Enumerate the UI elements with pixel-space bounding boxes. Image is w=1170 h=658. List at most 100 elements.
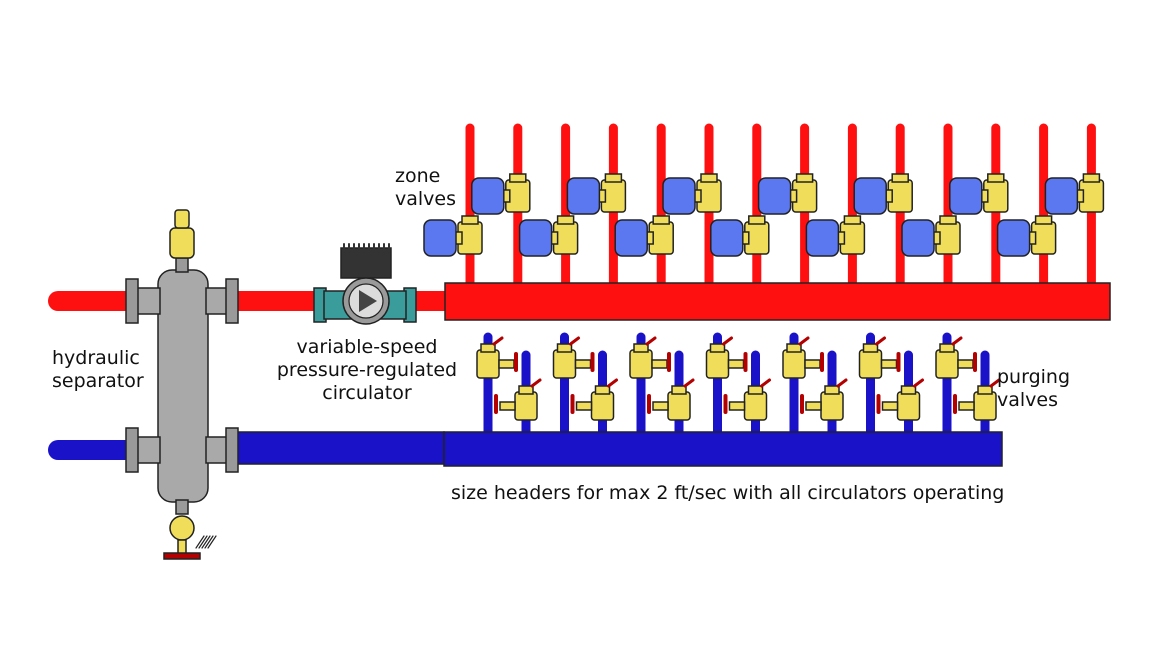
purging-valve-nut (671, 385, 687, 395)
drain-hatch (198, 535, 208, 549)
purging-valve (782, 336, 824, 379)
label-zone-valves-line2: valves (395, 188, 456, 210)
purging-valve (705, 336, 748, 379)
purging-valve-lever (722, 336, 733, 346)
purging-valve-lever (569, 336, 580, 346)
purging-valve-nut (480, 343, 496, 353)
drain-valve-ball (169, 515, 195, 541)
zone-valve-nut (748, 215, 766, 225)
purging-valve-drain (957, 359, 974, 369)
air-vent-body (169, 227, 195, 259)
label-circulator: variable-speed pressure-regulated circul… (272, 336, 462, 405)
purging-valve (723, 378, 771, 421)
label-purging-valves: purging valves (997, 366, 1070, 412)
zone-valve-nut (652, 215, 670, 225)
purging-valve-body (782, 349, 806, 379)
zone-valve-nut (556, 215, 575, 225)
drain-stem (175, 499, 189, 515)
flow-arrow (359, 290, 377, 312)
zone-valve-actuator (853, 177, 887, 215)
zone-valve (662, 173, 722, 215)
purging-valve-nut (977, 385, 993, 395)
purging-valve-drain (575, 401, 593, 411)
zone-valve (471, 173, 531, 215)
purging-valve-body (514, 391, 538, 421)
zone-valve-actuator (996, 219, 1031, 257)
purging-valve-lever (530, 378, 542, 388)
purging-valve-lever (645, 336, 657, 346)
purging-valve-nut (747, 385, 764, 395)
zone-valve (423, 215, 483, 257)
purging-valve-lever (683, 378, 695, 388)
label-hydraulic-separator: hydraulic separator (52, 347, 144, 393)
zone-valve-actuator (423, 219, 457, 257)
purging-valve-nut (862, 343, 879, 353)
zone-valve (757, 173, 818, 215)
purging-valve-drain (881, 401, 899, 411)
separator-flange (125, 278, 139, 324)
purging-valve (494, 378, 542, 421)
purging-valve-lever (760, 378, 771, 388)
zone-valve-actuator (471, 177, 505, 215)
zone-valve (1044, 173, 1105, 215)
zone-valve-actuator (901, 219, 935, 257)
separator-nozzle (135, 436, 161, 464)
purging-valve-body (858, 349, 883, 379)
purging-valve-drain (805, 401, 822, 411)
purging-valve-nut (556, 343, 573, 353)
zone-valve-actuator (757, 177, 792, 215)
purging-valve-drain (727, 359, 745, 369)
drain-hatch (204, 535, 214, 549)
purging-valve-nut (900, 385, 917, 395)
label-circulator-line2: pressure-regulated (276, 359, 458, 381)
zone-valve-actuator (1044, 177, 1079, 215)
zone-valve (566, 173, 627, 215)
label-purging-valves-line2: valves (997, 389, 1058, 411)
zone-valve-nut (939, 215, 957, 225)
purging-valve (800, 378, 848, 421)
purging-valve (935, 336, 977, 379)
air-vent-stem (175, 257, 189, 273)
label-purging-valves-line1: purging (997, 366, 1071, 388)
zone-valve-nut (700, 173, 718, 183)
drain-hatch (207, 535, 217, 549)
purging-valve-drain (804, 359, 821, 369)
purging-valve-lever (989, 378, 1001, 388)
separator-flange (125, 427, 139, 473)
purging-valve-body (705, 349, 730, 379)
hydraulic-separator (125, 209, 239, 560)
air-vent-cap (174, 209, 190, 229)
zone-valve (805, 215, 866, 257)
zone-valve (614, 215, 674, 257)
zone-valve-nut (509, 173, 527, 183)
zone-valve-actuator (518, 219, 553, 257)
purging-valve-nut (709, 343, 726, 353)
return-pipe-to-header (231, 431, 445, 465)
purging-valve-drain (652, 401, 669, 411)
supply-header (444, 282, 1111, 321)
purging-valves-group (476, 336, 1001, 421)
purging-valve (876, 378, 924, 421)
purging-valve (953, 378, 1001, 421)
purging-valve (647, 378, 695, 421)
zone-valve-actuator (662, 177, 696, 215)
zone-valve-nut (604, 173, 623, 183)
purging-valve-nut (939, 343, 955, 353)
purging-valve-nut (786, 343, 802, 353)
purging-valve-body (552, 349, 577, 379)
circulator (313, 243, 417, 325)
purging-valve-body (935, 349, 959, 379)
purging-valve-body (667, 391, 691, 421)
purging-valve-lever (492, 336, 504, 346)
zone-valve-nut (987, 173, 1005, 183)
drain-valve-neck (177, 539, 187, 555)
drain-hatch (195, 535, 205, 549)
purging-valve-drain (651, 359, 668, 369)
drain-valve-handle (163, 552, 201, 560)
zone-valve-actuator (566, 177, 601, 215)
zone-valve (853, 173, 913, 215)
purging-valve-drain (498, 359, 515, 369)
zone-valve-nut (891, 173, 909, 183)
purging-valve-lever (607, 378, 618, 388)
